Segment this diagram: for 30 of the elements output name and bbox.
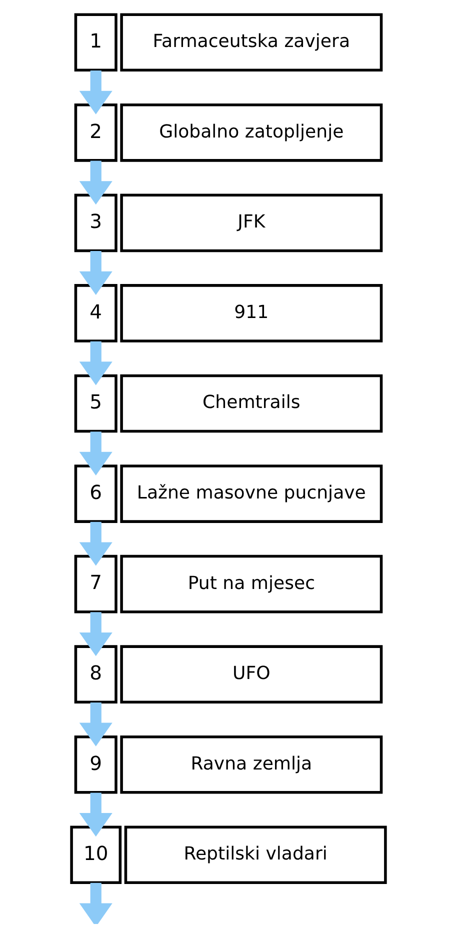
node-box: 9: [74, 734, 118, 794]
node-box: 6: [74, 464, 118, 522]
node-box: 2: [74, 103, 118, 162]
node-box: Ravna zemlja: [120, 734, 383, 794]
arrow: [79, 340, 112, 385]
node-box: 911: [120, 284, 383, 342]
node-box: Globalno zatopljenje: [120, 103, 383, 162]
arrow: [79, 431, 112, 475]
node-box: 5: [74, 374, 118, 432]
node-box: JFK: [120, 193, 383, 252]
node-box: Farmaceutska zavjera: [120, 12, 383, 72]
node-box: UFO: [120, 644, 383, 703]
node-box: 4: [74, 284, 118, 342]
node-box: 10: [70, 825, 122, 884]
node-box: 3: [74, 193, 118, 252]
node-box: 7: [74, 554, 118, 613]
arrow: [79, 792, 112, 836]
node-box: Reptilski vladari: [124, 825, 387, 884]
arrow: [79, 882, 112, 924]
node-box: Chemtrails: [120, 374, 383, 432]
arrow: [79, 250, 112, 294]
node-box: 1: [74, 12, 118, 72]
node-box: Lažne masovne pucnjave: [120, 464, 383, 522]
arrow: [79, 702, 112, 746]
arrow: [79, 612, 112, 656]
arrow: [79, 521, 112, 566]
node-box: Put na mjesec: [120, 554, 383, 613]
arrow: [79, 70, 112, 114]
arrow: [79, 160, 112, 204]
node-box: 8: [74, 644, 118, 703]
